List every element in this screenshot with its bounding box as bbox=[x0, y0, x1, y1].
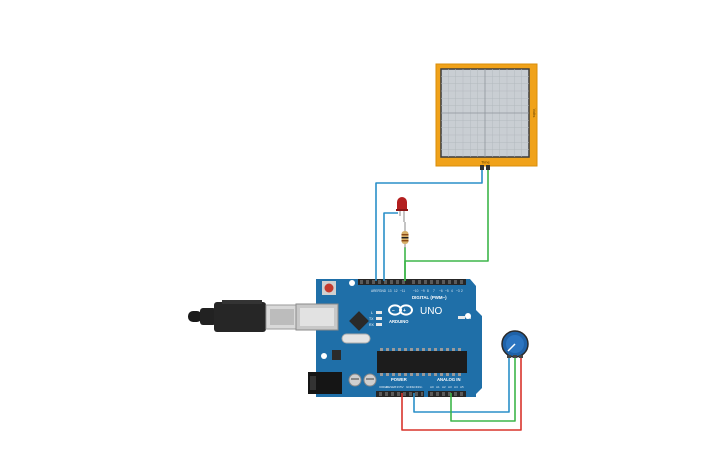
atmega-chip bbox=[377, 348, 467, 376]
svg-text:4: 4 bbox=[451, 289, 453, 293]
svg-text:GND: GND bbox=[379, 289, 387, 293]
analog-header-label: ANALOG IN bbox=[437, 377, 461, 382]
svg-text:~9: ~9 bbox=[421, 289, 425, 293]
svg-text:AREF: AREF bbox=[371, 289, 380, 293]
svg-text:3.3V: 3.3V bbox=[394, 385, 400, 389]
svg-text:−: − bbox=[392, 308, 395, 314]
svg-text:8: 8 bbox=[427, 289, 429, 293]
wire-green-scope-signal[interactable] bbox=[404, 170, 489, 281]
usb-chip bbox=[349, 311, 369, 331]
board-brand-label: ARDUINO bbox=[389, 319, 409, 324]
svg-text:~10: ~10 bbox=[413, 289, 419, 293]
svg-text:GND: GND bbox=[412, 385, 420, 389]
svg-text:A3: A3 bbox=[448, 385, 452, 389]
svg-text:A5: A5 bbox=[460, 385, 464, 389]
wire-green-pot-a0[interactable] bbox=[450, 357, 516, 422]
reset-button[interactable] bbox=[322, 281, 336, 295]
usb-cable[interactable] bbox=[188, 300, 299, 332]
oscilloscope[interactable]: Time Volts bbox=[435, 63, 538, 170]
svg-text:+: + bbox=[403, 308, 406, 314]
svg-text:~5: ~5 bbox=[445, 289, 449, 293]
svg-text:Vin: Vin bbox=[418, 385, 423, 389]
svg-text:12: 12 bbox=[394, 289, 398, 293]
wire-blue-pot-gnd[interactable] bbox=[413, 356, 510, 413]
resistor[interactable] bbox=[401, 222, 409, 248]
potentiometer-knob-indicator bbox=[507, 343, 516, 352]
svg-text:2: 2 bbox=[461, 289, 463, 293]
scope-terminal-negative[interactable] bbox=[480, 165, 484, 170]
rx-led-label: RX bbox=[369, 323, 375, 327]
power-header-label: POWER bbox=[391, 377, 407, 382]
status-leds bbox=[376, 311, 465, 326]
svg-text:~11: ~11 bbox=[400, 289, 405, 293]
l-led-label: L bbox=[371, 311, 373, 315]
svg-text:A4: A4 bbox=[454, 385, 458, 389]
time-axis-label: Time bbox=[481, 160, 491, 165]
board-model-label: UNO bbox=[420, 306, 442, 317]
svg-text:RESET: RESET bbox=[386, 385, 396, 389]
volts-axis-label: Volts bbox=[532, 109, 537, 118]
tx-led-label: TX bbox=[369, 317, 374, 321]
svg-text:~6: ~6 bbox=[439, 289, 443, 293]
svg-text:7: 7 bbox=[433, 289, 435, 293]
scope-terminal-positive[interactable] bbox=[486, 165, 490, 170]
svg-text:A1: A1 bbox=[436, 385, 440, 389]
potentiometer[interactable] bbox=[501, 330, 529, 358]
wire-red-pot-5v[interactable] bbox=[401, 356, 522, 431]
wire-blue-scope-gnd[interactable] bbox=[375, 170, 483, 281]
digital-header-label: DIGITAL (PWM~) bbox=[412, 295, 447, 300]
crystal bbox=[341, 333, 371, 344]
analog-header bbox=[428, 391, 466, 397]
wire-blue-led[interactable] bbox=[383, 212, 398, 281]
svg-text:5V: 5V bbox=[400, 385, 404, 389]
svg-text:~3: ~3 bbox=[456, 289, 460, 293]
svg-text:A2: A2 bbox=[442, 385, 446, 389]
svg-text:IOREF: IOREF bbox=[379, 385, 388, 389]
power-jack bbox=[308, 372, 342, 394]
on-led-label: ON bbox=[466, 316, 472, 320]
svg-text:13: 13 bbox=[388, 289, 392, 293]
led[interactable] bbox=[396, 197, 408, 222]
svg-text:A0: A0 bbox=[430, 385, 434, 389]
arduino-logo: − + bbox=[388, 304, 413, 316]
svg-text:GND: GND bbox=[406, 385, 414, 389]
